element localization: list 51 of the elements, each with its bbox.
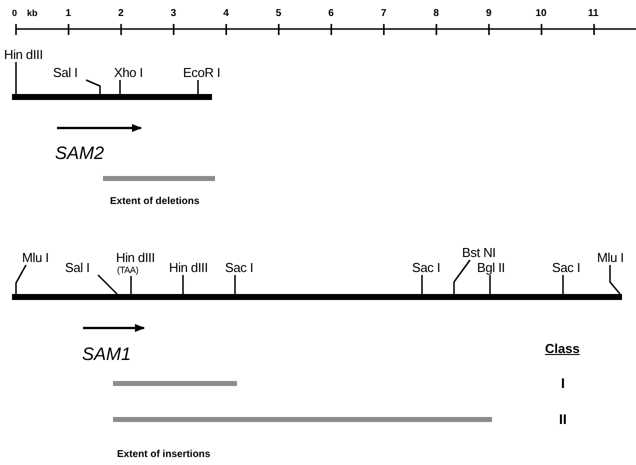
restriction-site-label: Xho I	[114, 66, 143, 80]
restriction-site-label: Sal I	[53, 66, 78, 80]
class-label: II	[559, 411, 567, 427]
scale-label: 11	[588, 8, 599, 20]
scale-label: 0	[12, 8, 18, 19]
restriction-site-label: Sac I	[225, 261, 254, 275]
leader-line	[130, 276, 132, 294]
leader-line	[489, 275, 491, 294]
gene-name: SAM2	[55, 143, 104, 163]
scale-label: 5	[276, 8, 282, 20]
scale-label: 4	[223, 8, 229, 20]
scale-label: 8	[433, 8, 439, 20]
leader-line	[182, 275, 184, 294]
scale-label: 3	[170, 8, 176, 20]
leader-line	[15, 264, 27, 294]
leader-line	[97, 274, 118, 295]
restriction-site-label: Mlu I	[597, 251, 624, 265]
restriction-site-label: Hin dIII	[116, 251, 155, 265]
restriction-map-bar	[12, 94, 212, 100]
restriction-site-label: Hin dIII	[4, 48, 43, 62]
caption: Extent of deletions	[110, 196, 200, 208]
column-heading: Class	[545, 341, 580, 356]
scale-label: 2	[118, 8, 124, 20]
scale-label: 9	[486, 8, 492, 20]
scale-label: 10	[536, 8, 547, 20]
restriction-site-label: Hin dIII	[169, 261, 208, 275]
leader-line	[86, 79, 101, 94]
leader-line	[562, 275, 564, 294]
restriction-site-label: Bgl II	[477, 261, 505, 275]
scale-label: 1	[66, 8, 72, 20]
class-label: I	[561, 375, 565, 391]
leader-line	[119, 80, 121, 94]
restriction-site-label: Sac I	[412, 261, 440, 275]
restriction-map-bar	[12, 294, 622, 300]
gene-name: SAM1	[82, 344, 132, 364]
leader-line	[453, 260, 471, 294]
restriction-site-label: Bst NI	[462, 246, 496, 260]
leader-line	[15, 62, 17, 94]
scale-label: 7	[380, 8, 386, 20]
restriction-site-label: Sal I	[65, 261, 90, 275]
caption: Extent of insertions	[117, 449, 210, 461]
leader-line	[421, 275, 423, 294]
restriction-site-label: EcoR I	[183, 66, 220, 80]
scale-unit: kb	[27, 8, 38, 19]
codon-note: (TAA)	[117, 265, 138, 276]
leader-line	[609, 265, 621, 294]
scale-label: 6	[328, 8, 334, 20]
restriction-site-label: Sac I	[552, 261, 580, 275]
leader-line	[234, 275, 236, 294]
restriction-site-label: Mlu I	[22, 251, 49, 265]
leader-line	[197, 80, 199, 94]
